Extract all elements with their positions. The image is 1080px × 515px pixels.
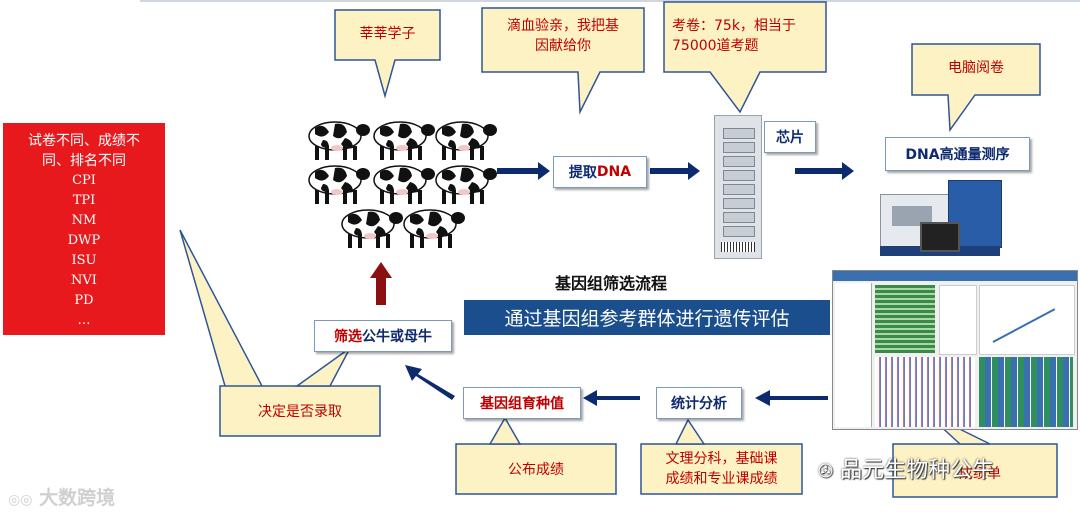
watermark-right: ✇ 品元生物种公牛 — [818, 452, 994, 484]
trait-box-heading-line2: 同、排名不同 — [42, 153, 126, 169]
step-select-red: 筛选 — [334, 329, 362, 345]
arrow-chip-to-seq — [795, 162, 854, 180]
trait-nm: NM — [71, 213, 97, 228]
callout-students-shape — [334, 9, 441, 99]
trait-pd: PD — [74, 293, 94, 308]
callout-partial-shape — [892, 443, 1058, 498]
callout-split-shape — [640, 443, 803, 495]
arrow-screen-to-stats — [755, 390, 828, 406]
wechat-icon: ✇ — [818, 461, 834, 482]
arrow-select-to-cows — [370, 262, 392, 305]
callout-exam-text: 考卷：75k，相当于 75000道考题 — [672, 16, 826, 56]
watermark-left-text: 大数跨境 — [39, 487, 116, 509]
evaluation-banner: 通过基因组参考群体进行遗传评估 — [464, 300, 830, 335]
callout-blood-text: 滴血验亲，我把基 因献给你 — [482, 16, 644, 56]
callout-exam-line2: 75000道考题 — [672, 38, 759, 54]
trait-ellipsis: … — [77, 313, 91, 328]
callout-exam-shape — [663, 1, 827, 114]
trait-nvi: NVI — [71, 273, 97, 288]
step-select-navy: 公牛或母牛 — [362, 329, 432, 345]
arrow-cows-to-extract — [497, 162, 550, 180]
top-border-line — [140, 0, 1080, 2]
callout-decide-text: 决定是否录取 — [258, 404, 342, 420]
trait-cpi: CPI — [72, 173, 96, 188]
callout-blood-line2: 因献给你 — [535, 38, 591, 54]
step-statistics: 统计分析 — [656, 387, 742, 419]
callout-split-text: 文理分科，基础课 成绩和专业课成绩 — [641, 449, 802, 489]
callout-split-pointer — [674, 418, 706, 445]
callout-partial-text: 成绩单 — [959, 466, 1001, 482]
flow-arrows — [405, 162, 854, 406]
callout-split-line2: 成绩和专业课成绩 — [665, 471, 778, 487]
flow-title: 基因组筛选流程 — [555, 274, 668, 293]
analysis-software-screenshot — [832, 270, 1078, 430]
trait-box-heading-line1: 试卷不同、成绩不 — [28, 133, 140, 149]
arrow-extract-to-chip — [650, 162, 700, 180]
dna-chip-image — [714, 115, 762, 259]
trait-list-box: 试卷不同、成绩不 同、排名不同 CPI TPI NM DWP ISU NVI P… — [3, 123, 165, 335]
sequencer-machine-image — [880, 180, 1002, 260]
trait-tpi: TPI — [72, 193, 96, 208]
watermark-left: ◎◎ 大数跨境 — [8, 483, 115, 510]
callout-decide-shape-2 — [294, 347, 351, 387]
step-sequencing: DNA高通量测序 — [885, 137, 1030, 171]
step-chip: 芯片 — [764, 121, 816, 153]
watermark-right-text: 品元生物种公牛 — [840, 458, 995, 483]
callout-computer-shape — [911, 43, 1041, 133]
callout-students-text: 莘莘学子 — [359, 26, 416, 42]
callout-blood-line1: 滴血验亲，我把基 — [507, 18, 619, 34]
watermark-left-logo-icon: ◎◎ — [8, 492, 33, 508]
callout-publish-pointer — [488, 416, 522, 445]
step-extract-dna-label: DNA — [596, 164, 632, 180]
callout-exam-line1: 考卷：75k，相当于 — [672, 18, 796, 34]
step-select-cattle: 筛选公牛或母牛 — [314, 320, 452, 352]
callout-publish-shape — [455, 443, 617, 495]
callout-blood-shape — [481, 7, 645, 115]
cow-herd — [308, 121, 498, 249]
arrow-stats-to-gebv — [583, 390, 640, 406]
arrow-gebv-to-select — [405, 365, 455, 400]
trait-isu: ISU — [71, 253, 97, 268]
callout-split-line1: 文理分科，基础课 — [665, 451, 778, 467]
step-gebv: 基因组育种值 — [463, 387, 581, 419]
callout-publish-text: 公布成绩 — [508, 462, 564, 478]
callout-computer-text: 电脑阅卷 — [948, 60, 1004, 76]
trait-dwp: DWP — [67, 233, 101, 248]
step-extract-prefix: 提取 — [568, 165, 597, 181]
